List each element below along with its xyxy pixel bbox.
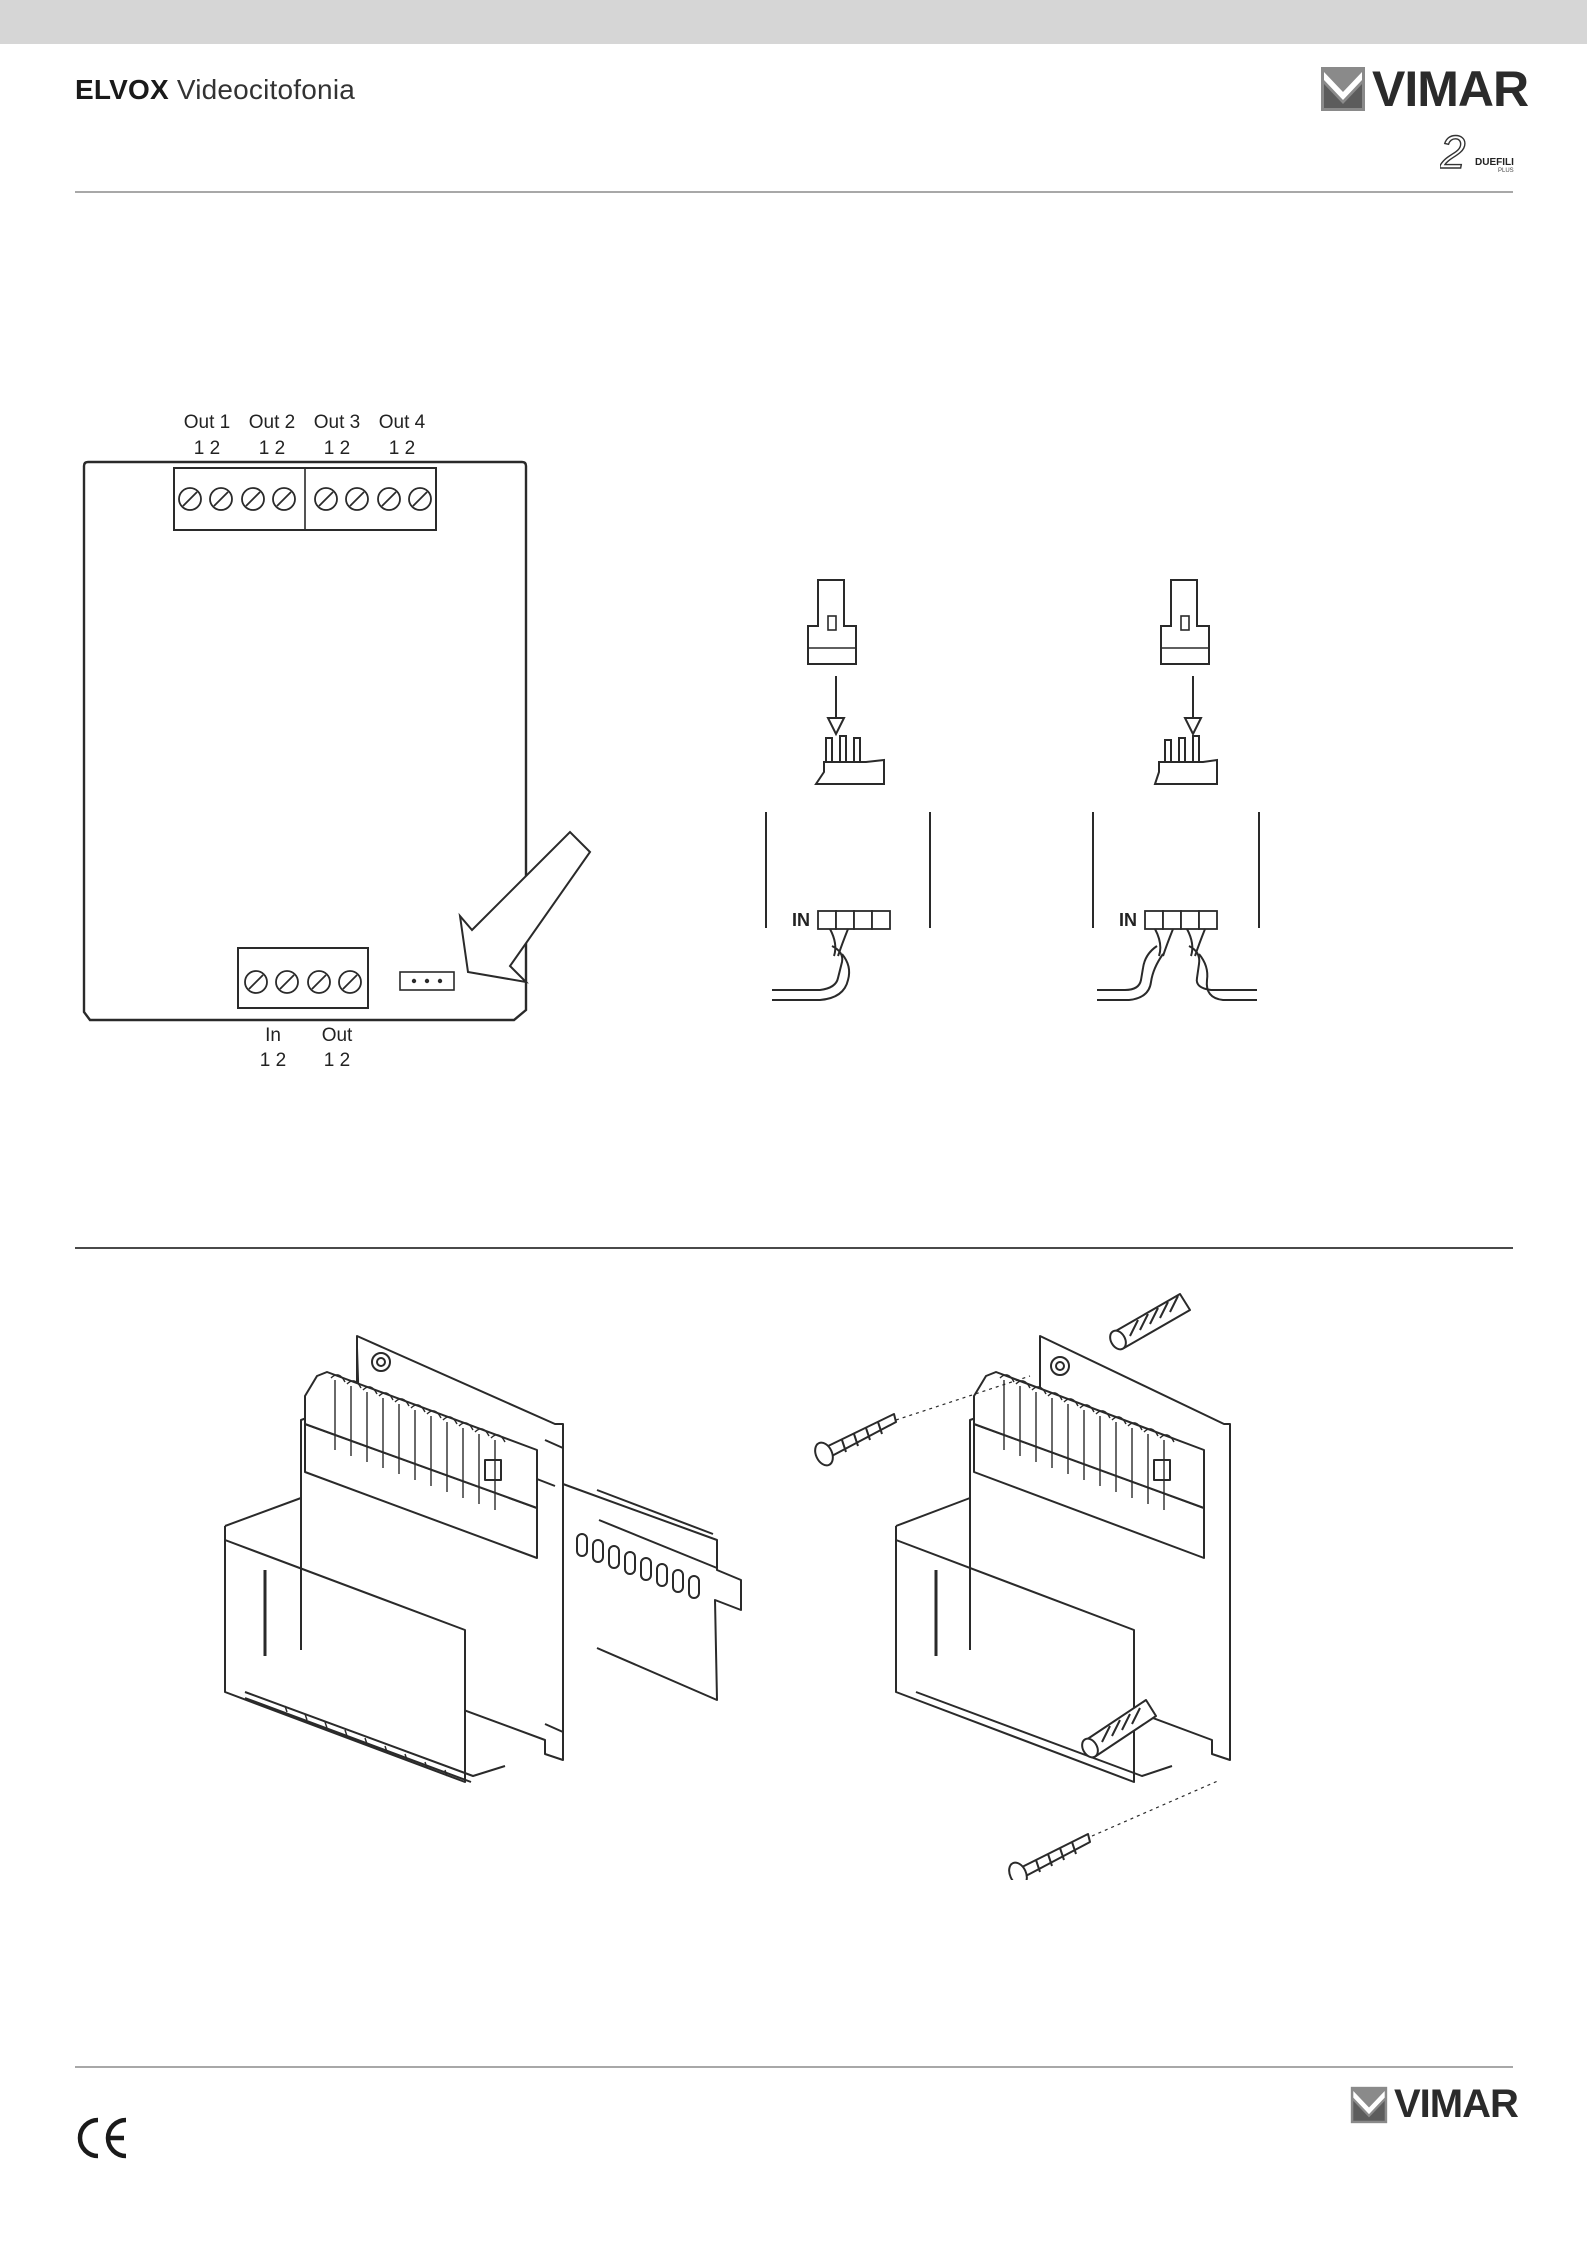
- ce-mark: [74, 2116, 130, 2165]
- terminal-board-diagram: Out 1 Out 2 Out 3 Out 4 1 2 1 2 1 2 1 2 …: [70, 400, 600, 1090]
- in-label: In: [265, 1025, 281, 1046]
- top-bar: [0, 0, 1587, 44]
- wall-mounting-illustration: [800, 1280, 1360, 1880]
- out3-pins: 1 2: [324, 438, 350, 459]
- wall-plug-top: [1107, 1294, 1190, 1352]
- in-connector: [818, 911, 890, 929]
- brand-subtitle: Videocitofonia: [177, 74, 355, 105]
- wire-pair-right: [1187, 929, 1257, 1000]
- section-rule: [75, 1247, 1513, 1249]
- in-connector-label: IN: [1119, 910, 1137, 930]
- rail-slots: [577, 1534, 699, 1598]
- jumper-diagram-1: IN: [756, 578, 956, 1004]
- jumper-diagram-2: IN: [1085, 578, 1285, 1004]
- pin-header: [1155, 736, 1217, 784]
- wire-pair-left: [1097, 929, 1173, 1000]
- footer-rule: [75, 2066, 1513, 2068]
- out4-pins: 1 2: [389, 438, 415, 459]
- vimar-logo-icon: [1320, 66, 1366, 112]
- out2-pins: 1 2: [259, 438, 285, 459]
- header-brand: ELVOX Videocitofonia: [75, 74, 355, 106]
- vimar-logo-icon: [1350, 2086, 1388, 2124]
- out2-label: Out 2: [249, 412, 295, 433]
- duefili-plus-logo: 2 DUEFILI PLUS: [1440, 128, 1516, 181]
- duefili-label: DUEFILI: [1475, 157, 1514, 168]
- out4-label: Out 4: [379, 412, 426, 433]
- out-pins: 1 2: [324, 1050, 350, 1071]
- vimar-logo-footer: VIMAR: [1350, 2082, 1518, 2127]
- vimar-logo-header: VIMAR: [1320, 60, 1528, 118]
- out1-label: Out 1: [184, 412, 230, 433]
- duefili-numeral: 2: [1440, 128, 1466, 176]
- in-pins: 1 2: [260, 1050, 286, 1071]
- brand-bold: ELVOX: [75, 74, 169, 105]
- duefili-sub: PLUS: [1498, 168, 1514, 174]
- pin-header: [816, 736, 884, 784]
- in-connector-label: IN: [792, 910, 810, 930]
- out1-pins: 1 2: [194, 438, 220, 459]
- screw-top: [812, 1414, 896, 1468]
- header-rule: [75, 191, 1513, 193]
- out-label: Out: [322, 1025, 353, 1046]
- vimar-logo-text: VIMAR: [1394, 2082, 1518, 2127]
- out3-label: Out 3: [314, 412, 360, 433]
- vimar-logo-text: VIMAR: [1372, 60, 1528, 118]
- din-rail: [563, 1484, 741, 1700]
- din-rail-mounting-illustration: [205, 1320, 765, 1820]
- wire-pair: [772, 929, 849, 1000]
- screw-bottom: [1006, 1834, 1090, 1880]
- in-connector: [1145, 911, 1217, 929]
